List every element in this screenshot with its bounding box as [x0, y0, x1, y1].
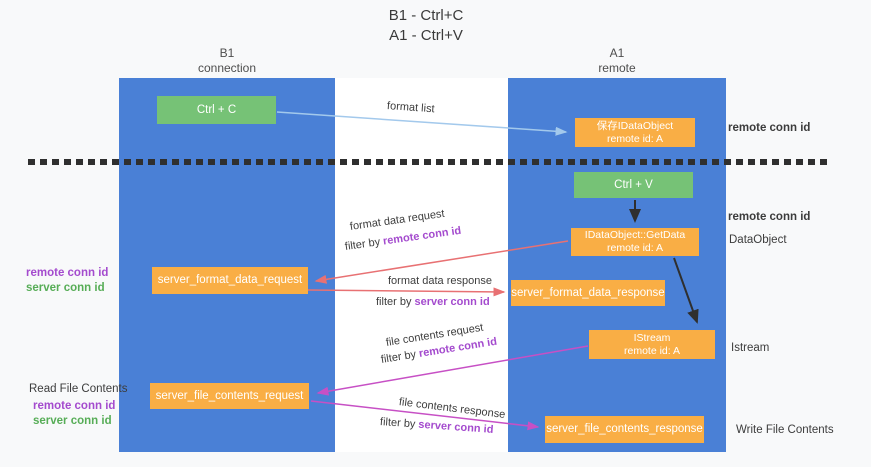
node-ctrl-v: Ctrl + V [574, 172, 693, 198]
node-getdata-line1: IDataObject::GetData [584, 229, 686, 241]
phase-divider-dashed-line [28, 159, 832, 165]
annotation-write-file-contents: Write File Contents [736, 424, 834, 436]
node-sfdresp-label: server_format_data_response [511, 286, 665, 299]
lane-b1-title: B1 [219, 46, 235, 60]
diagram-title: B1 - Ctrl+C A1 - Ctrl+V [306, 6, 546, 46]
lane-header-b1: B1 connection [167, 46, 287, 76]
lane-a1-title: A1 [609, 46, 625, 60]
node-ctrl-v-label: Ctrl + V [614, 178, 653, 191]
node-sfdreq-label: server_format_data_request [157, 274, 303, 286]
node-istream: IStream remote id: A [589, 330, 715, 359]
annotation-istream: Istream [731, 342, 770, 354]
filter-by-text: filter by [376, 296, 412, 308]
node-istream-line1: IStream [633, 331, 671, 344]
annotation-left-remote-conn-id-bottom: remote conn id [33, 400, 116, 412]
node-ctrl-c-label: Ctrl + C [196, 103, 237, 116]
annotation-remote-conn-id-mid: remote conn id [728, 211, 811, 223]
title-line-2: A1 - Ctrl+V [389, 27, 463, 44]
node-ctrl-c: Ctrl + C [157, 96, 276, 124]
lane-header-a1: A1 remote [557, 46, 677, 76]
node-save-idataobject-line2: remote id: A [606, 132, 664, 145]
annotation-left-conn-ids: remote conn id server conn id [26, 266, 108, 296]
annotation-left-server-conn-id: server conn id [26, 282, 105, 294]
node-server-format-data-response: server_format_data_response [511, 280, 665, 306]
lane-gap-background [335, 78, 508, 452]
lane-a1-subtitle: remote [598, 61, 636, 75]
annotation-dataobject: DataObject [729, 234, 787, 246]
label-format-data-response: format data response [388, 275, 492, 287]
node-sfcresp-label: server_file_contents_response [546, 423, 703, 435]
node-server-file-contents-request: server_file_contents_request [150, 383, 309, 409]
annotation-remote-conn-id-top: remote conn id [728, 122, 811, 134]
node-server-format-data-request: server_format_data_request [152, 267, 308, 294]
filter-by-text: filter by [379, 416, 416, 431]
title-line-1: B1 - Ctrl+C [388, 7, 464, 24]
lane-b1-subtitle: connection [197, 61, 257, 75]
node-server-file-contents-response: server_file_contents_response [545, 416, 704, 443]
annotation-left-remote-conn-id: remote conn id [26, 267, 109, 279]
node-save-idataobject: 保存IDataObject remote id: A [575, 118, 695, 147]
server-conn-id-text: server conn id [414, 296, 490, 308]
annotation-left-conn-ids-bottom: remote conn id server conn id [33, 399, 115, 429]
node-idataobject-getdata: IDataObject::GetData remote id: A [571, 228, 699, 256]
annotation-read-file-contents: Read File Contents [29, 383, 128, 395]
node-getdata-line2: remote id: A [606, 242, 664, 254]
node-istream-line2: remote id: A [623, 344, 681, 357]
node-save-idataobject-line1: 保存IDataObject [596, 119, 674, 132]
annotation-left-server-conn-id-bottom: server conn id [33, 415, 112, 427]
node-sfcreq-label: server_file_contents_request [155, 389, 304, 402]
